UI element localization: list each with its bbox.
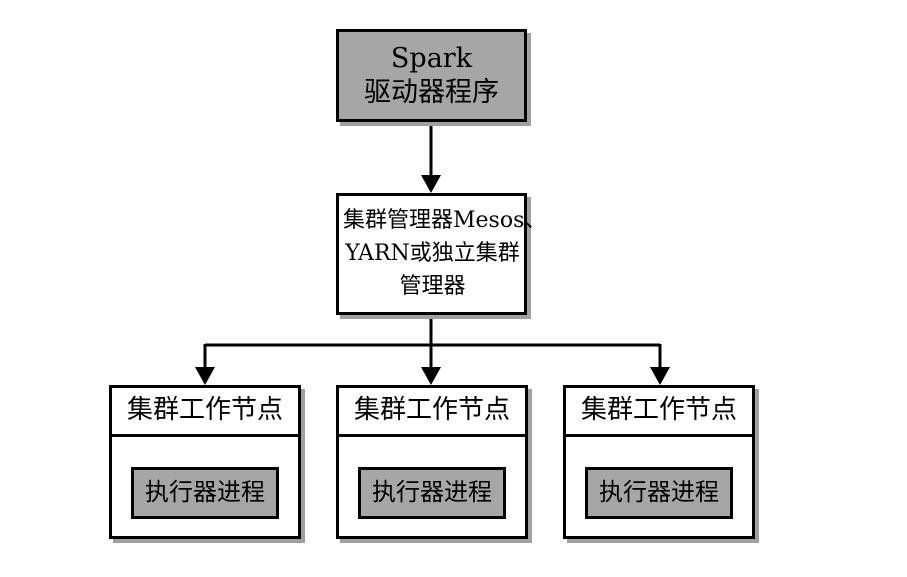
worker-2-shadow-side bbox=[525, 389, 532, 543]
arrowhead-worker-2 bbox=[421, 367, 441, 385]
worker-3-shadow bbox=[567, 536, 759, 543]
manager-label-line-2: YARN或独立集群 bbox=[345, 241, 520, 266]
arrowhead-worker-1 bbox=[195, 367, 215, 385]
arrowhead-worker-3 bbox=[650, 367, 670, 385]
worker-node-title: 集群工作节点 bbox=[126, 395, 283, 425]
worker-node-2: 集群工作节点 执行器进程 bbox=[336, 385, 528, 539]
worker-node-1: 集群工作节点 执行器进程 bbox=[109, 385, 301, 539]
worker-3-shadow-side bbox=[752, 389, 759, 543]
driver-shadow-side bbox=[524, 33, 531, 126]
worker-1-shadow bbox=[113, 536, 305, 543]
manager-label-line-1: 集群管理器Mesos、 bbox=[343, 208, 547, 233]
worker-node-3: 集群工作节点 执行器进程 bbox=[563, 385, 755, 539]
driver-label-line-1: Spark bbox=[390, 43, 473, 74]
manager-shadow bbox=[340, 312, 531, 319]
executor-process-box: 执行器进程 bbox=[585, 467, 733, 519]
driver-label-line-2: 驱动器程序 bbox=[364, 77, 499, 108]
worker-2-shadow bbox=[340, 536, 532, 543]
cluster-manager-box: 集群管理器Mesos、 YARN或独立集群 管理器 bbox=[336, 193, 547, 315]
executor-process-box: 执行器进程 bbox=[131, 467, 279, 519]
manager-shadow-side bbox=[524, 197, 531, 319]
arrowhead-manager bbox=[421, 175, 441, 193]
worker-node-title: 集群工作节点 bbox=[353, 395, 510, 425]
worker-node-divider bbox=[112, 434, 298, 437]
manager-label-line-3: 管理器 bbox=[399, 274, 466, 299]
worker-node-title: 集群工作节点 bbox=[580, 395, 737, 425]
worker-1-shadow-side bbox=[298, 389, 305, 543]
worker-node-divider bbox=[566, 434, 752, 437]
worker-node-divider bbox=[339, 434, 525, 437]
executor-process-box: 执行器进程 bbox=[358, 467, 506, 519]
driver-shadow bbox=[340, 119, 531, 126]
spark-driver-box: Spark 驱动器程序 bbox=[336, 29, 527, 122]
